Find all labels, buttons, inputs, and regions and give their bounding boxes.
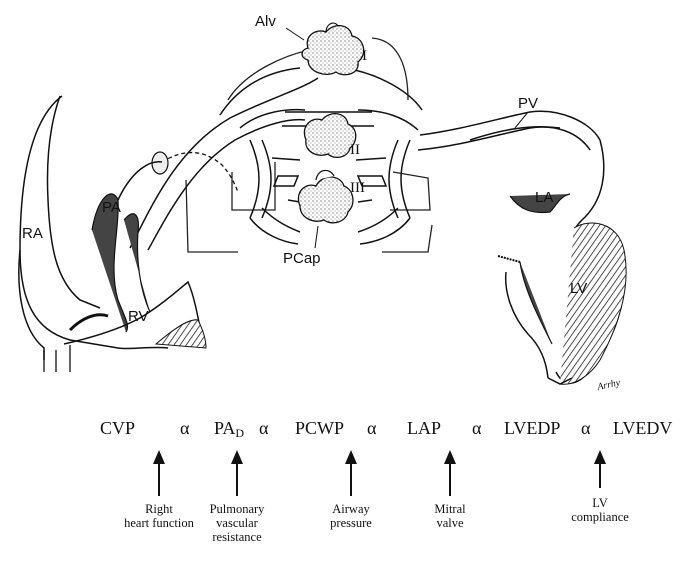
label-left-ventricle: LV	[570, 280, 587, 297]
right-heart	[19, 96, 206, 372]
caption-mitral-valve: Mitral valve	[395, 502, 505, 530]
label-alveolus: Alv	[255, 13, 276, 30]
caption-pulmonary-vascular-resistance: Pulmonary vascular resistance	[182, 502, 292, 544]
label-pulmonary-capillary: PCap	[283, 250, 321, 267]
term-pcwp: PCWP	[295, 418, 344, 439]
caption-airway-pressure: Airway pressure	[296, 502, 406, 530]
label-left-atrium: LA	[535, 189, 553, 206]
leader-pcap	[315, 226, 318, 248]
label-pulmonary-artery: PA	[102, 199, 121, 216]
pa-subscript: D	[235, 426, 244, 440]
term-pad: PAD	[214, 418, 244, 441]
alveolus-zone-3	[298, 170, 353, 222]
label-pulmonary-vein: PV	[518, 95, 538, 112]
left-heart	[498, 140, 626, 384]
label-zone-3: III	[350, 180, 365, 196]
label-zone-2: II	[350, 142, 360, 158]
leader-alv	[286, 28, 304, 40]
term-lvedv: LVEDV	[613, 418, 672, 439]
alveolus-zone-1	[302, 23, 364, 75]
alpha-4: α	[472, 418, 481, 439]
artist-signature: Arrhy	[595, 377, 621, 393]
alveolus-zone-2	[304, 114, 355, 158]
label-right-ventricle: RV	[128, 308, 149, 325]
caption-lv-compliance: LV compliance	[545, 496, 655, 524]
alpha-3: α	[367, 418, 376, 439]
term-lap: LAP	[407, 418, 441, 439]
catheter-balloon	[152, 152, 168, 174]
alpha-1: α	[180, 418, 189, 439]
label-right-atrium: RA	[22, 225, 43, 242]
alpha-5: α	[581, 418, 590, 439]
label-zone-1: I	[362, 48, 367, 64]
alpha-2: α	[259, 418, 268, 439]
term-cvp: CVP	[100, 418, 135, 439]
term-lvedp: LVEDP	[504, 418, 560, 439]
